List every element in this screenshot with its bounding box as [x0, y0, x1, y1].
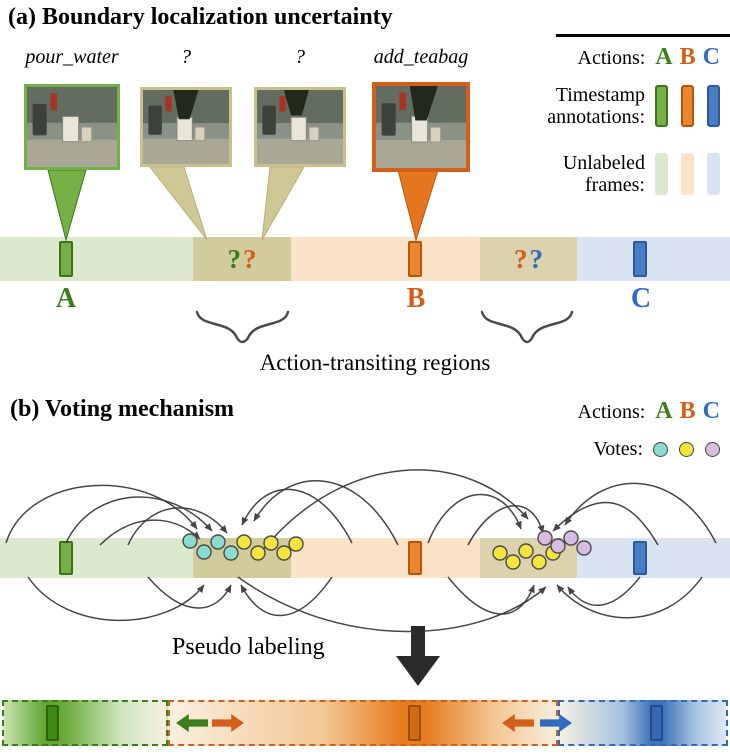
question-mark-c: ? [529, 243, 544, 274]
timestamp-marker-c [633, 241, 647, 277]
timeline-b [0, 538, 730, 578]
question-mark-a: ? [227, 243, 242, 274]
timestamp-marker-b [408, 541, 422, 575]
segment-b [291, 237, 480, 281]
timestamp-legend-bars [655, 85, 720, 128]
timestamp-annotations-label: Timestamp annotations: [547, 84, 645, 129]
timestamp-marker-a [46, 705, 59, 741]
callout-tail-green [47, 169, 87, 242]
curly-brace-1 [195, 310, 290, 344]
timestamp-marker-b [408, 705, 421, 741]
action-letter-c: C [702, 44, 720, 70]
pseudo-segment-c [558, 700, 728, 746]
callout-tail-unknown-1 [148, 166, 208, 241]
segment-a [0, 538, 193, 578]
legend-votes: Votes: [593, 438, 720, 461]
unlabeled-label-line2: frames: [585, 174, 645, 197]
video-frame-1 [24, 84, 120, 170]
action-letter-c: C [702, 398, 720, 424]
vote-dot-icon-yellow [679, 442, 694, 457]
timestamp-label-line2: annotations: [547, 106, 645, 129]
timestamp-label-line1: Timestamp [555, 84, 645, 106]
actions-label-b: Actions: [577, 401, 646, 423]
vote-dot-icon-teal [653, 442, 668, 457]
segment-c [577, 237, 730, 281]
timestamp-marker-a [59, 541, 73, 575]
timestamp-bar-icon-a [655, 85, 668, 128]
segment-c [577, 538, 730, 578]
callout-tail-orange [397, 169, 439, 242]
frame-label-4: add_teabag [373, 46, 469, 68]
timestamp-bar-icon-b [681, 85, 694, 128]
transit-region-bc [480, 237, 577, 281]
unlabeled-bar-icon-b [681, 153, 694, 196]
video-frame-photo [257, 90, 343, 164]
unlabeled-label-line1: Unlabeled [562, 152, 645, 174]
video-frame-2 [140, 87, 232, 167]
axis-letter-b: B [406, 283, 426, 314]
callout-tail-unknown-2 [261, 166, 305, 241]
axis-letter-c: C [630, 283, 652, 314]
video-frame-3 [254, 87, 346, 167]
uncertainty-marks-bc: ? ? [480, 237, 577, 281]
action-letters: A B C [655, 44, 720, 71]
vote-legend-dots [653, 442, 720, 457]
vote-dot-icon-purple [705, 442, 720, 457]
part-a-title: (a) Boundary localization uncertainty [8, 4, 393, 30]
video-frame-photo [143, 90, 229, 164]
action-letter-b: B [679, 398, 696, 424]
video-frame-photo [27, 87, 117, 167]
segment-b [291, 538, 480, 578]
votes-label: Votes: [593, 438, 643, 460]
unlabeled-frames-label: Unlabeled frames: [563, 152, 645, 197]
question-mark-b2: ? [514, 243, 528, 274]
timestamp-marker-c [633, 541, 647, 575]
timestamp-marker-b [408, 241, 422, 277]
action-letter-b: B [679, 44, 696, 70]
part-b-title: (b) Voting mechanism [10, 396, 235, 422]
timeline-a: ? ? ? ? [0, 237, 730, 281]
axis-letter-a: A [55, 283, 77, 314]
action-letter-a: A [655, 44, 673, 70]
legend-actions-a: Actions: A B C [578, 44, 720, 71]
unlabeled-bar-icon-a [655, 153, 668, 196]
question-mark-b: ? [243, 243, 257, 274]
legend-actions-b: Actions: A B C [578, 398, 720, 425]
pseudo-labeling-label: Pseudo labeling [172, 634, 325, 660]
transit-region-ab [193, 538, 291, 578]
frame-label-1: pour_water [25, 46, 119, 68]
action-letter-a: A [655, 398, 673, 424]
transit-region-ab [193, 237, 291, 281]
timestamp-bar-icon-c [707, 85, 720, 128]
timestamp-marker-a [59, 241, 73, 277]
legend-unlabeled-frames: Unlabeled frames: [563, 152, 720, 197]
pseudo-segment-a [2, 700, 168, 746]
timestamp-marker-c [650, 705, 663, 741]
transit-region-bc [480, 538, 577, 578]
segment-a [0, 237, 193, 281]
action-letters-b: A B C [655, 398, 720, 425]
legend-timestamp-annotations: Timestamp annotations: [547, 84, 720, 129]
video-frame-4 [372, 82, 470, 172]
header-rule [556, 34, 730, 37]
curly-brace-2 [480, 310, 574, 344]
transit-caption: Action-transiting regions [259, 350, 491, 375]
unlabeled-legend-bars [655, 153, 720, 196]
frame-label-3: ? [295, 46, 305, 68]
down-arrow-icon [396, 626, 440, 686]
unlabeled-bar-icon-c [707, 153, 720, 196]
frame-label-2: ? [181, 46, 191, 68]
video-frame-photo [376, 86, 466, 168]
actions-label: Actions: [577, 47, 646, 69]
uncertainty-marks-ab: ? ? [193, 237, 291, 281]
